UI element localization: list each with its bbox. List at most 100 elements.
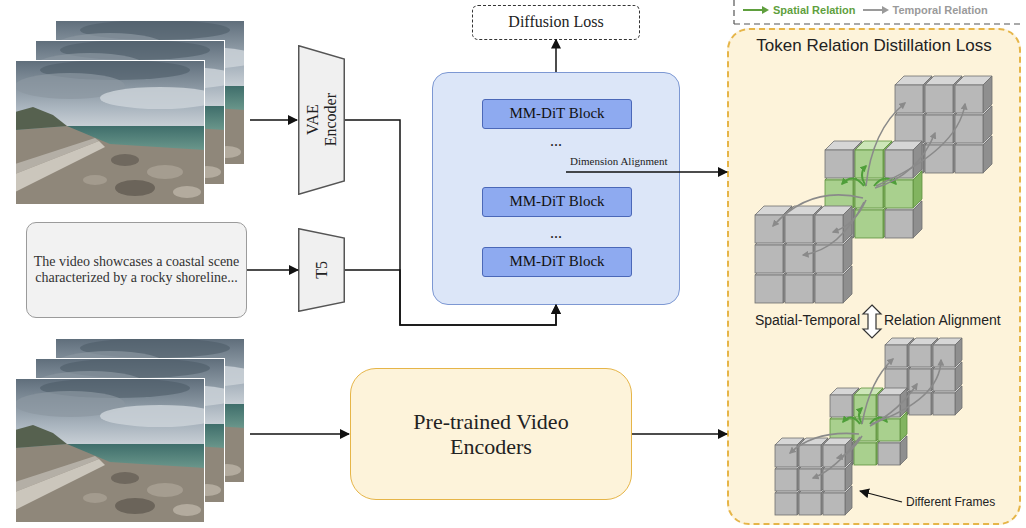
ellipsis-mark: ... bbox=[433, 133, 679, 149]
temporal-relation-arrow bbox=[876, 104, 965, 186]
spatial-relation-arrow bbox=[842, 178, 864, 186]
cube-face bbox=[775, 469, 797, 491]
cube-face bbox=[825, 150, 853, 178]
cube-face bbox=[785, 245, 813, 273]
cube-face bbox=[885, 180, 913, 208]
edge-label: Dimension Alignment bbox=[568, 155, 669, 167]
cube-face bbox=[825, 180, 853, 208]
cube-face bbox=[854, 395, 876, 417]
cube-face bbox=[885, 150, 913, 178]
prompt-box: The video showcases a coastal scene char… bbox=[26, 222, 247, 318]
cube-face bbox=[799, 469, 821, 491]
encoder-trapezoid: VAE Encoder bbox=[298, 45, 345, 195]
cube-face bbox=[755, 275, 783, 303]
cube-face bbox=[878, 443, 900, 465]
legend: Spatial Relation Temporal Relation bbox=[742, 4, 994, 16]
panel-title: Token Relation Distillation Loss bbox=[756, 36, 991, 56]
cube-face bbox=[955, 338, 962, 367]
encoder-box: Pre-trained Video Encoders bbox=[350, 368, 632, 500]
legend-sample bbox=[762, 6, 769, 14]
cube-face bbox=[933, 345, 955, 367]
connector-arrow bbox=[345, 120, 556, 325]
token-cube bbox=[933, 338, 962, 367]
cube-face bbox=[823, 469, 845, 491]
encoder-trapezoid: T5 bbox=[298, 228, 345, 312]
cube-face bbox=[799, 445, 821, 467]
cube-face bbox=[925, 85, 953, 113]
dit-block: MM-DiT Block bbox=[482, 247, 632, 277]
legend-sample bbox=[742, 5, 770, 15]
legend-sample bbox=[743, 9, 763, 11]
input-arrow bbox=[250, 433, 349, 435]
dit-block: MM-DiT Block bbox=[482, 99, 632, 129]
cube-face bbox=[799, 493, 821, 515]
cube-face bbox=[815, 275, 843, 303]
cube-face bbox=[823, 493, 845, 515]
node-label: T5 bbox=[313, 255, 331, 285]
cube-face bbox=[925, 145, 953, 173]
double-arrow bbox=[863, 305, 881, 338]
temporal-relation-arrow bbox=[773, 195, 863, 226]
cube-face bbox=[878, 419, 900, 441]
legend-entry: Temporal Relation bbox=[862, 4, 988, 16]
cube-face bbox=[775, 493, 797, 515]
node-label: MM-DiT Block bbox=[509, 253, 604, 270]
temporal-relation-arrow bbox=[813, 437, 860, 478]
cube-face bbox=[785, 215, 813, 243]
temporal-relation-arrow bbox=[803, 202, 864, 255]
trapezoid-outline bbox=[299, 46, 345, 195]
cube-face bbox=[785, 275, 813, 303]
temporal-relation-arrow bbox=[871, 360, 941, 424]
legend-sample bbox=[862, 5, 890, 15]
connector-arrow bbox=[566, 171, 727, 173]
cube-face bbox=[895, 115, 923, 143]
cube-face bbox=[955, 85, 983, 113]
spatial-relation-arrow bbox=[862, 166, 866, 186]
input-arrow bbox=[250, 119, 297, 121]
node-label: VAE Encoder bbox=[304, 87, 339, 153]
connector-arrow bbox=[345, 270, 556, 325]
cube-face bbox=[913, 141, 922, 178]
legend-border bbox=[734, 23, 1020, 24]
cube-face bbox=[855, 210, 883, 238]
cube-face bbox=[775, 445, 797, 467]
legend-sample bbox=[882, 6, 889, 14]
dit-block: MM-DiT Block bbox=[482, 187, 632, 217]
node-label: The video showcases a coastal scene char… bbox=[27, 254, 246, 286]
loss-box: Diffusion Loss bbox=[472, 5, 640, 40]
temporal-relation-arrow bbox=[875, 133, 935, 188]
ellipsis-mark: ... bbox=[433, 225, 679, 241]
cube-face bbox=[983, 76, 992, 113]
legend-border bbox=[733, 0, 734, 24]
node-label: MM-DiT Block bbox=[509, 193, 604, 210]
cube-face bbox=[885, 210, 913, 238]
connector-arrow bbox=[247, 269, 298, 271]
annotation-label: Spatial-Temporal bbox=[744, 312, 860, 328]
annotation-label: Relation Alignment bbox=[884, 312, 1020, 328]
legend-label: Temporal Relation bbox=[893, 4, 988, 16]
spatial-relation-arrow bbox=[859, 408, 862, 424]
connector-arrow bbox=[555, 40, 557, 73]
temporal-relation-arrow bbox=[862, 359, 893, 424]
cube-face bbox=[854, 443, 876, 465]
legend-sample bbox=[863, 9, 883, 11]
dit-container: ......MM-DiT BlockMM-DiT BlockMM-DiT Blo… bbox=[432, 72, 680, 305]
node-label: Pre-trained Video Encoders bbox=[406, 409, 576, 460]
video-frame bbox=[15, 60, 220, 205]
legend-label: Spatial Relation bbox=[773, 4, 856, 16]
cube-face bbox=[909, 345, 931, 367]
annotation-label: Different Frames bbox=[906, 495, 1006, 509]
leader-arrow bbox=[860, 491, 902, 502]
spatial-relation-arrow bbox=[843, 417, 860, 424]
cube-face bbox=[955, 145, 983, 173]
cube-face bbox=[909, 369, 931, 391]
temporal-relation-arrow bbox=[833, 200, 866, 232]
connector-arrow bbox=[632, 433, 727, 435]
cube-face bbox=[830, 395, 852, 417]
node-label: Diffusion Loss bbox=[508, 13, 603, 31]
node-label: MM-DiT Block bbox=[509, 105, 604, 122]
cube-face bbox=[933, 393, 955, 415]
legend-entry: Spatial Relation bbox=[742, 4, 856, 16]
cube-face bbox=[755, 245, 783, 273]
temporal-relation-arrow bbox=[866, 103, 905, 186]
